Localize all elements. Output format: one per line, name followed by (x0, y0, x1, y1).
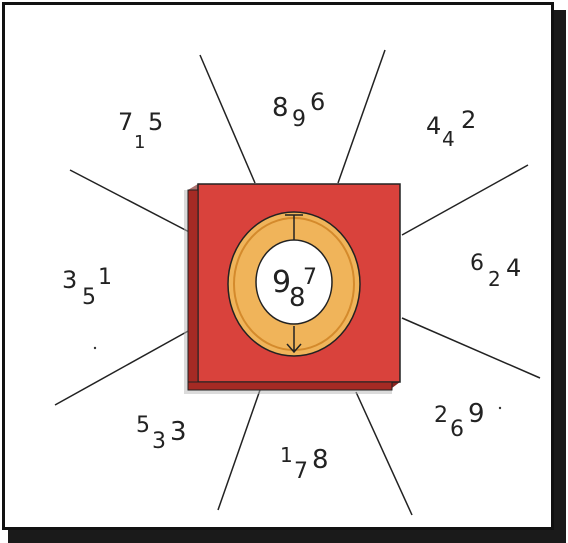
region-top-left-sup: 5 (148, 108, 163, 136)
region-top-right-sup: 2 (461, 106, 476, 134)
region-top-left: 7 1 5 (118, 108, 163, 153)
square-bottom-edge (187, 381, 393, 391)
region-left-sub: 5 (82, 285, 96, 310)
region-bottom-left-sup: 3 (170, 417, 187, 447)
region-bottom-sub: 7 (294, 459, 308, 484)
region-right-sub: 2 (488, 267, 501, 291)
center-main: 9 (272, 265, 291, 300)
region-bottom: 1 7 8 (280, 443, 329, 484)
down-arrow-head (286, 343, 302, 354)
line-top-left-upper (199, 54, 256, 184)
line-top-right-upper (337, 49, 386, 184)
ink-dot (93, 346, 97, 350)
ring-dial[interactable] (227, 211, 361, 357)
region-top-right-main: 4 (426, 112, 441, 140)
line-right-upper (401, 164, 529, 236)
region-bottom-sup: 8 (312, 445, 329, 475)
line-right-lower (401, 317, 541, 379)
line-bottom-right (355, 391, 413, 516)
region-bottom-left: 5 3 3 (136, 413, 187, 454)
region-bottom-main: 1 (280, 443, 293, 467)
region-right: 6 2 4 (470, 251, 521, 291)
ink-dot (498, 406, 502, 410)
region-bottom-right-sup: 9 (468, 399, 485, 429)
region-top-main: 8 (272, 93, 289, 123)
center-numbers: 9 8 7 (272, 265, 317, 313)
region-top-right-sub: 4 (442, 127, 455, 151)
center-sup: 7 (303, 265, 317, 290)
region-bottom-left-main: 5 (136, 413, 150, 438)
region-top-left-main: 7 (118, 108, 133, 136)
region-top-sup: 6 (310, 88, 325, 116)
region-right-sup: 4 (506, 254, 521, 282)
square-edge (187, 189, 199, 389)
region-bottom-right-main: 2 (434, 403, 448, 428)
region-right-main: 6 (470, 251, 484, 276)
line-left-upper (69, 169, 196, 236)
region-left: 3 5 1 (62, 265, 112, 310)
region-top-sub: 9 (292, 107, 306, 132)
line-left-lower (54, 329, 191, 406)
region-bottom-left-sub: 3 (152, 429, 166, 454)
region-bottom-right-sub: 6 (450, 417, 464, 442)
region-top-right: 4 4 2 (426, 106, 476, 151)
region-bottom-right: 2 6 9 (434, 399, 485, 442)
radiating-lines (54, 49, 541, 516)
region-left-sup: 1 (98, 265, 112, 290)
region-top: 8 9 6 (272, 88, 325, 132)
line-bottom-left (217, 389, 261, 511)
region-left-main: 3 (62, 266, 77, 294)
region-top-left-sub: 1 (134, 132, 145, 153)
center-sub: 8 (289, 283, 306, 313)
